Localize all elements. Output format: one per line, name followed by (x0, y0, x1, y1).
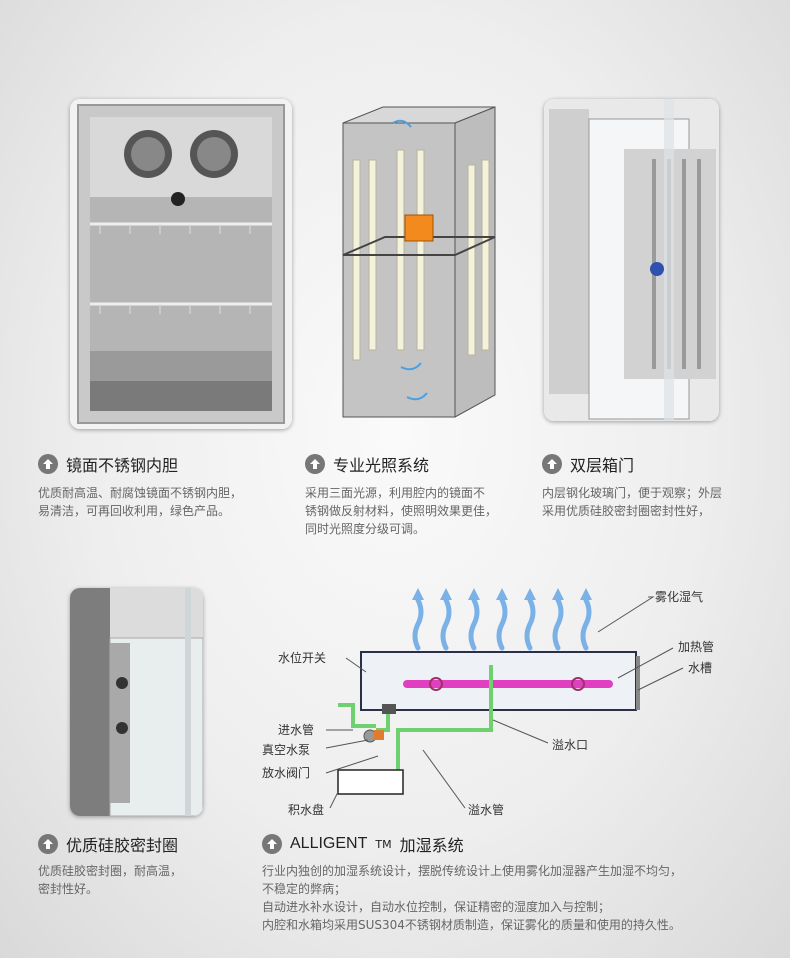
label-level-switch: 水位开关 (278, 651, 327, 665)
desc-line: 内腔和水箱均采用SUS304不锈钢材质制造，保证雾化的质量和使用的持久性。 (262, 918, 681, 932)
photo-silicone-seal (70, 588, 203, 816)
feature-title-lighting: 专业光照系统 (305, 452, 429, 476)
feature-title-humidifier: ALLIGENT TM 加湿系统 (262, 832, 464, 856)
label-pump: 真空水泵 (262, 743, 311, 757)
up-arrow-circle-icon (542, 454, 562, 474)
feature-title-text: 镜面不锈钢内胆 (66, 456, 179, 475)
photo-lighting-system (335, 105, 503, 423)
trademark: TM (375, 837, 392, 851)
photo-double-door (544, 99, 719, 421)
label-tank: 水槽 (688, 661, 713, 675)
desc-line: 密封性好。 (38, 882, 99, 896)
label-mist: 雾化湿气 (655, 590, 704, 604)
label-drain-valve: 放水阀门 (262, 766, 311, 780)
feature-title-stainless: 镜面不锈钢内胆 (38, 452, 178, 476)
label-overflow-pipe: 溢水管 (468, 803, 505, 817)
photo-stainless-interior (70, 99, 292, 429)
desc-line: 不稳定的弊病； (262, 882, 347, 896)
feature-title-text: 双层箱门 (570, 456, 635, 475)
humidifier-diagram: 雾化湿气 加热管 水槽 水位开关 进水管 真空水泵 放水阀门 溢水口 积水盘 溢… (258, 580, 778, 830)
desc-line: 优质耐高温、耐腐蚀镜面不锈钢内胆， (38, 486, 243, 500)
label-inlet: 进水管 (278, 723, 315, 737)
up-arrow-circle-icon (38, 454, 58, 474)
feature-desc-humidifier: 行业内独创的加湿系统设计，摆脱传统设计上使用雾化加湿器产生加湿不均匀， 不稳定的… (262, 862, 682, 934)
up-arrow-circle-icon (38, 834, 58, 854)
desc-line: 采用优质硅胶密封圈密封性好， (542, 504, 711, 518)
feature-desc-double-door: 内层钢化玻璃门，便于观察；外层 采用优质硅胶密封圈密封性好， (542, 484, 722, 520)
feature-title-double-door: 双层箱门 (542, 452, 634, 476)
up-arrow-circle-icon (305, 454, 325, 474)
feature-title-text: 专业光照系统 (333, 456, 430, 475)
desc-line: 锈钢做反射材料，使照明效果更佳， (305, 504, 498, 518)
desc-line: 同时光照度分级可调。 (305, 522, 426, 536)
feature-title-seal: 优质硅胶密封圈 (38, 832, 178, 856)
desc-line: 行业内独创的加湿系统设计，摆脱传统设计上使用雾化加湿器产生加湿不均匀， (262, 864, 683, 878)
label-drip-tray: 积水盘 (288, 803, 325, 817)
label-heater: 加热管 (678, 640, 715, 654)
feature-desc-stainless: 优质耐高温、耐腐蚀镜面不锈钢内胆， 易清洁，可再回收利用，绿色产品。 (38, 484, 242, 520)
label-overflow-port: 溢水口 (552, 738, 589, 752)
desc-line: 内层钢化玻璃门，便于观察；外层 (542, 486, 723, 500)
mist-arrows (412, 597, 592, 651)
up-arrow-circle-icon (262, 834, 282, 854)
feature-title-text: 优质硅胶密封圈 (66, 836, 179, 855)
desc-line: 自动进水补水设计，自动水位控制，保证精密的湿度加入与控制； (262, 900, 611, 914)
feature-title-text: 加湿系统 (399, 836, 464, 855)
brand-name: ALLIGENT (290, 835, 368, 852)
feature-desc-seal: 优质硅胶密封圈，耐高温， 密封性好。 (38, 862, 182, 898)
desc-line: 易清洁，可再回收利用，绿色产品。 (38, 504, 231, 518)
desc-line: 采用三面光源，利用腔内的镜面不 (305, 486, 486, 500)
feature-desc-lighting: 采用三面光源，利用腔内的镜面不 锈钢做反射材料，使照明效果更佳， 同时光照度分级… (305, 484, 497, 538)
desc-line: 优质硅胶密封圈，耐高温， (38, 864, 183, 878)
